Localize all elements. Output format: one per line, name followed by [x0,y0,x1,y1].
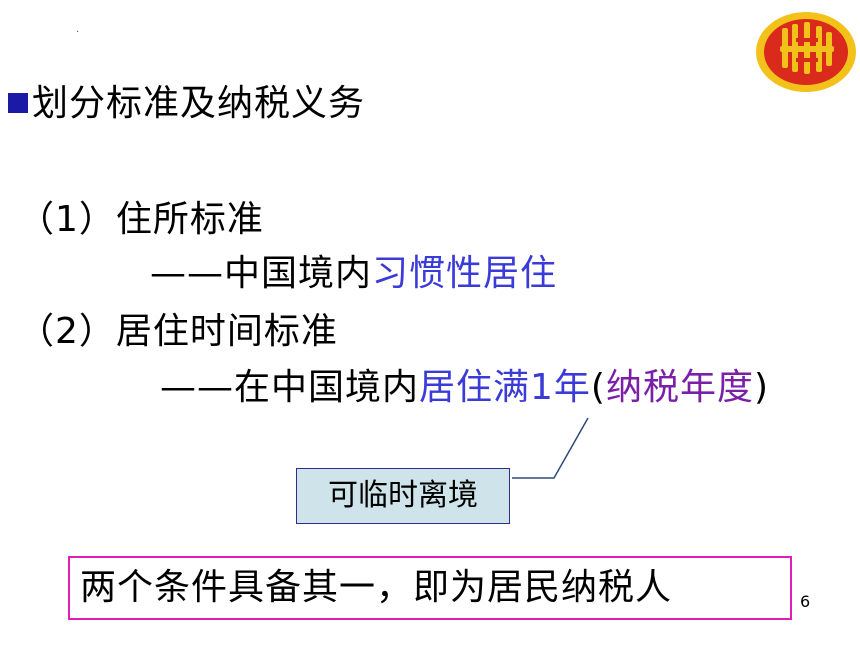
item2-paren-close: ) [753,367,770,408]
item1-highlight: 习惯性居住 [372,253,558,294]
item1-dash-text: ——中国境内 [150,253,373,294]
heading-text: 划分标准及纳税义务 [32,83,366,124]
callout-leader-line [512,417,589,479]
callout-box: 可临时离境 [296,468,510,524]
item2-highlight: 居住满1年 [419,367,591,408]
item1-label: （1）住所标准 [18,199,264,240]
section-heading: 划分标准及纳税义务 [8,80,365,128]
summary-box: 两个条件具备其一，即为居民纳税人 [68,556,792,620]
decorative-dot: . [76,24,80,35]
item2-dash-text: ——在中国境内 [160,367,420,408]
item2-detail: ——在中国境内居住满1年(纳税年度) [160,364,769,412]
item2-paren-open: ( [590,367,606,408]
item1-detail: ——中国境内习惯性居住 [150,250,557,298]
square-bullet-icon [8,93,28,113]
item2-note: 纳税年度 [605,367,754,408]
page-number: 6 [800,592,811,611]
tax-emblem-icon [756,12,856,92]
item2-label: （2）居住时间标准 [18,311,338,352]
